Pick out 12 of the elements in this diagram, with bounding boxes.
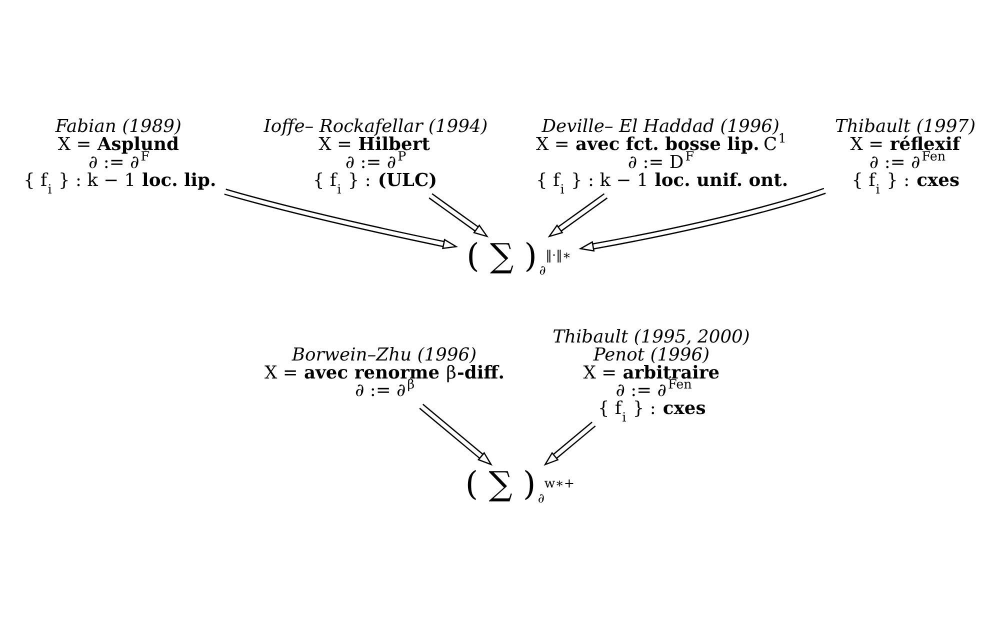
- arrow: [224, 188, 458, 249]
- node-text: Fabian (1989) X = Asplund ∂ := ∂$^{F}$ { f$_{i}$ } : k − 1 loc. lip.: [23, 116, 216, 197]
- arrow: [578, 187, 826, 252]
- node-text: Thibault (1995, 2000) Penot (1996) X = arbitraire ∂ := ∂$^{Fen}$ { f$_{i}$ } : cxes: [552, 326, 750, 425]
- arrow: [428, 192, 489, 238]
- node-text: Deville– El Haddad (1996) X = avec fct. bosse lip. C$^{1}$ ∂ := D$^{F}$ { f$_{i}$ } : k − 1 loc. unif. ont.: [536, 116, 788, 197]
- node-text: Borwein–Zhu (1996) X = avec renorme β-diff. ∂ := ∂$^{β}$: [264, 344, 504, 401]
- arrow: [548, 192, 608, 238]
- node-text: Thibault (1997) X = réflexif ∂ := ∂$^{Fen}$ { f$_{i}$ } : cxes: [835, 116, 976, 197]
- node-text: Ioffe– Rockafellar (1994) X = Hilbert ∂ := ∂$^{P}$ { f$_{i}$ } : (ULC): [264, 116, 488, 197]
- arrow: [419, 403, 493, 466]
- arrow: [544, 421, 596, 466]
